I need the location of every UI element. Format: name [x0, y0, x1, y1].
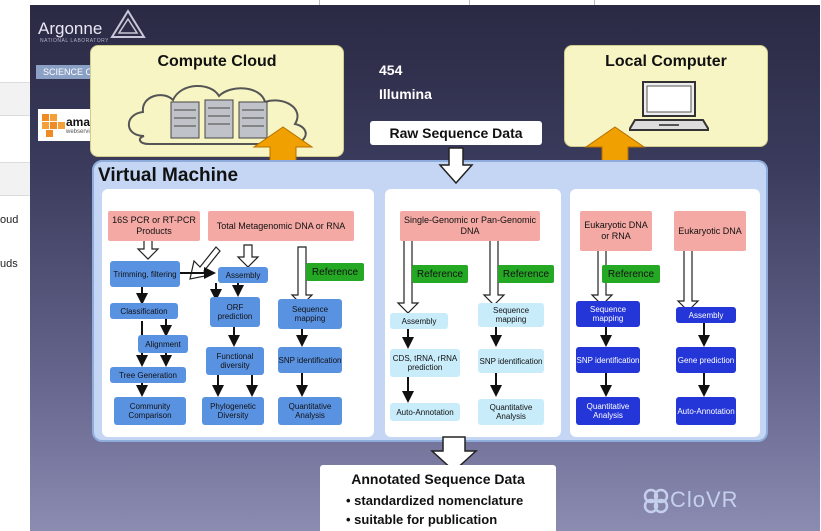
step-snp-euk: SNP identification	[576, 347, 640, 373]
step-functional-diversity: Functional diversity	[206, 347, 264, 375]
annotated-bullet-2: • suitable for publication	[346, 512, 498, 527]
panel2-reference-b: Reference	[498, 265, 554, 283]
step-assembly-genomic: Assembly	[390, 313, 448, 329]
step-cds-prediction: CDS, tRNA, rRNA prediction	[390, 349, 460, 377]
step-tree-generation: Tree Generation	[110, 367, 186, 383]
annotated-sequence-data-box: Annotated Sequence Data • standardized n…	[320, 465, 556, 531]
argonne-logo-text: Argonne	[38, 19, 103, 38]
step-trimming: Trimming, filtering	[110, 261, 180, 287]
step-gene-prediction: Gene prediction	[676, 347, 736, 373]
source-single-genomic: Single-Genomic or Pan-Genomic DNA	[400, 211, 540, 241]
step-alignment: Alignment	[138, 335, 188, 353]
panel3-reference: Reference	[602, 265, 660, 283]
step-classification: Classification	[110, 303, 178, 319]
local-computer-box: Local Computer	[564, 45, 768, 147]
raw-data-down-arrow-icon	[438, 147, 474, 185]
browser-fragment: uds	[0, 258, 18, 270]
source-eukaryotic-dna-rna: Eukaryotic DNA or RNA	[580, 211, 652, 251]
step-auto-annotation-genomic: Auto-Annotation	[390, 403, 460, 421]
source-16s-pcr: 16S PCR or RT-PCR Products	[108, 211, 200, 241]
step-quantitative-euk: Quantitative Analysis	[576, 397, 640, 425]
platform-illumina-label: Illumina	[379, 86, 432, 102]
workflow-arrows	[136, 236, 710, 473]
step-community-comparison: Community Comparison	[114, 397, 186, 425]
step-snp-genomic: SNP identification	[478, 349, 544, 373]
platform-454-label: 454	[379, 62, 403, 78]
browser-strip	[0, 82, 30, 116]
argonne-triangle-icon	[110, 9, 146, 38]
annotated-bullet-1: • standardized nomenclature	[346, 493, 524, 508]
amazon-subtext: webservices	[66, 129, 100, 135]
step-orf-prediction: ORF prediction	[210, 297, 260, 327]
step-assembly-meta: Assembly	[218, 267, 268, 283]
source-total-metagenomic: Total Metagenomic DNA or RNA	[208, 211, 354, 241]
step-auto-annotation-euk: Auto-Annotation	[676, 397, 736, 425]
raw-sequence-data-box: Raw Sequence Data	[370, 121, 542, 145]
step-quantitative-genomic: Quantitative Analysis	[478, 399, 544, 425]
step-quantitative-meta: Quantitative Analysis	[278, 397, 342, 425]
source-eukaryotic-dna: Eukaryotic DNA	[674, 211, 746, 251]
virtual-machine-title: Virtual Machine	[98, 165, 239, 186]
step-sequence-mapping-genomic: Sequence mapping	[478, 303, 544, 327]
panel2-reference-a: Reference	[412, 265, 468, 283]
step-snp-meta: SNP identification	[278, 347, 342, 373]
browser-strip	[0, 162, 30, 196]
step-sequence-mapping-meta: Sequence mapping	[278, 299, 342, 329]
step-assembly-euk: Assembly	[676, 307, 736, 323]
argonne-logo-subtext: NATIONAL LABORATORY	[40, 38, 109, 44]
clovr-wordmark: CloVR	[670, 487, 739, 512]
compute-cloud-title: Compute Cloud	[157, 53, 277, 70]
annotated-data-title: Annotated Sequence Data	[351, 471, 525, 487]
local-computer-title: Local Computer	[605, 53, 727, 70]
clovr-logo-icon	[643, 488, 669, 514]
laptop-icon	[629, 81, 709, 131]
browser-fragment: oud	[0, 214, 19, 226]
step-sequence-mapping-euk: Sequence mapping	[576, 301, 640, 327]
panel1-reference: Reference	[306, 263, 364, 281]
step-phylogenetic-diversity: Phylogenetic Diversity	[202, 397, 264, 425]
clovr-slide: Argonne NATIONAL LABORATORY SCIENCE CLOU…	[30, 5, 820, 531]
amazon-cubes-icon	[42, 114, 65, 137]
